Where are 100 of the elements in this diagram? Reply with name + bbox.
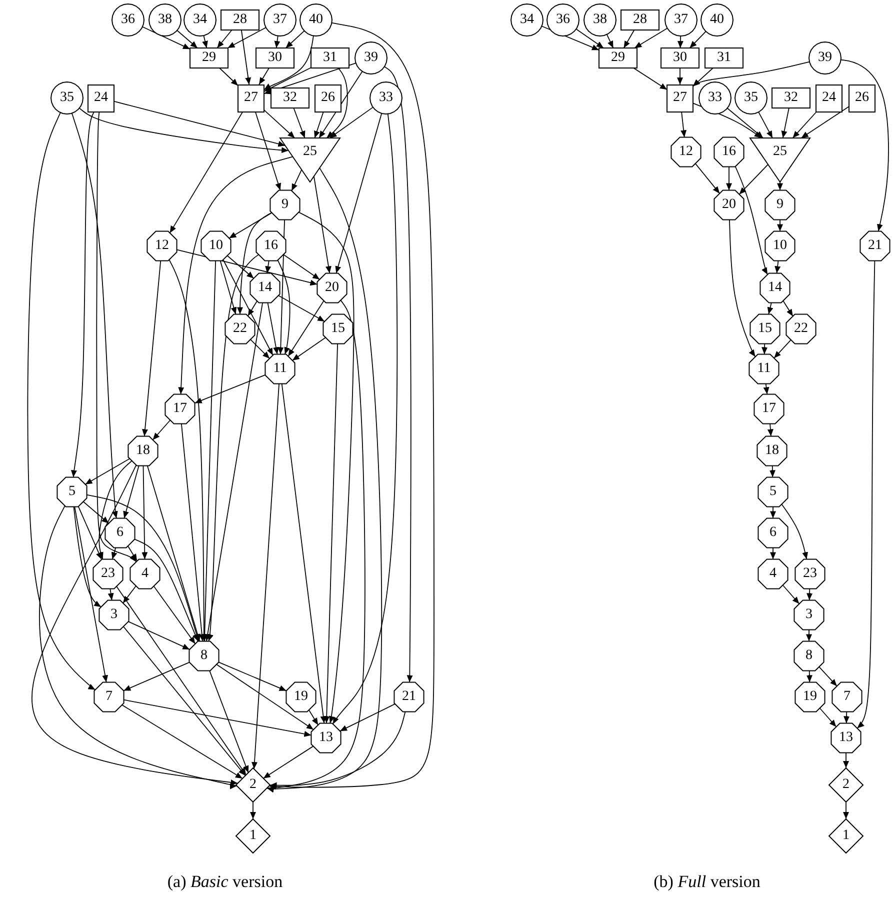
octagon-node [859, 230, 891, 262]
node-label: 2 [248, 777, 258, 793]
node-label: 34 [192, 12, 208, 28]
arrow [208, 254, 260, 642]
square-node [667, 84, 693, 112]
arrow [74, 506, 108, 683]
arrow [266, 167, 382, 793]
arrow [267, 302, 279, 355]
node-label: 5 [68, 484, 76, 500]
octagon-node [129, 558, 161, 590]
arrow [122, 704, 243, 779]
arrow [291, 169, 302, 192]
node-label: 11 [756, 361, 772, 377]
arrow [194, 374, 266, 404]
node-label: 28 [632, 12, 648, 28]
diamond-node [236, 819, 270, 853]
arrow [738, 164, 768, 195]
square-node [315, 84, 341, 112]
node-label: 12 [678, 144, 694, 160]
node-label: 19 [293, 689, 309, 705]
node-label: 7 [842, 689, 852, 705]
node-label: 3 [804, 607, 814, 623]
node-label: 8 [200, 648, 208, 664]
arrow [806, 670, 812, 683]
arrow [27, 112, 96, 690]
node-label: 21 [867, 238, 883, 254]
arrow [254, 111, 282, 191]
rectangle-node [621, 10, 659, 30]
node-label: 37 [272, 12, 288, 28]
arrow [726, 108, 764, 138]
arrow [274, 35, 280, 48]
octagon-node [753, 393, 785, 425]
arrow [78, 506, 102, 560]
arrow [178, 156, 294, 395]
node-label: 26 [320, 90, 336, 106]
node-label: 25 [772, 144, 788, 160]
node-label: 32 [783, 90, 799, 106]
arrow [763, 383, 770, 395]
arrow [781, 504, 808, 560]
node-label: 8 [804, 648, 814, 664]
arrow [800, 106, 850, 138]
node-label: 30 [267, 50, 283, 66]
arrow [258, 68, 270, 85]
octagon-node [98, 599, 130, 631]
arrow [844, 711, 850, 724]
arrow [770, 506, 776, 519]
arrow [293, 108, 306, 138]
arrow [262, 746, 314, 779]
node-label: 13 [318, 730, 334, 746]
node-label: 19 [802, 689, 818, 705]
arrow [298, 212, 354, 724]
arrow [282, 254, 320, 280]
octagon-node [316, 272, 348, 304]
octagon-node [757, 558, 789, 590]
arrow [340, 703, 396, 732]
arrow [237, 212, 272, 315]
arrow [218, 662, 287, 692]
arrow [777, 182, 783, 191]
node-label: 13 [838, 730, 854, 746]
node-label: 24 [821, 90, 837, 106]
arrow [767, 423, 774, 437]
arrow [176, 30, 198, 48]
node-label: 2 [842, 777, 850, 793]
octagon-node [393, 681, 425, 713]
arrow [576, 28, 604, 48]
arrow [142, 260, 162, 437]
triangle-node [280, 138, 340, 182]
node-label: 37 [673, 12, 689, 28]
octagon-node [310, 722, 342, 754]
octagon-node [748, 353, 780, 385]
arrow [326, 68, 348, 138]
node-label: 23 [802, 566, 818, 582]
arrow [78, 108, 290, 154]
octagon-node [269, 189, 301, 221]
arrow [324, 343, 338, 724]
rectangle-node [271, 88, 309, 108]
node-label: 36 [555, 12, 571, 28]
arrow [266, 300, 366, 792]
node-label: 30 [672, 50, 688, 66]
diamond-node [236, 768, 270, 802]
node-label: 10 [208, 238, 224, 254]
arrow [777, 219, 783, 232]
arrow [623, 30, 635, 48]
arrow [116, 586, 247, 776]
arrow [769, 465, 776, 478]
arrow [152, 420, 171, 440]
octagon-node [127, 435, 159, 467]
arrow [84, 458, 130, 485]
node-label: 40 [308, 12, 324, 28]
arrow [98, 460, 132, 560]
arrow [758, 112, 773, 138]
node-label: 22 [232, 321, 248, 337]
node-label: 35 [743, 90, 759, 106]
arrow [216, 30, 232, 48]
arrow [114, 100, 286, 147]
octagon-node [249, 272, 281, 304]
arrow [264, 35, 314, 90]
arrow [819, 708, 837, 728]
node-label: 20 [324, 280, 340, 296]
node-label: 38 [157, 12, 173, 28]
